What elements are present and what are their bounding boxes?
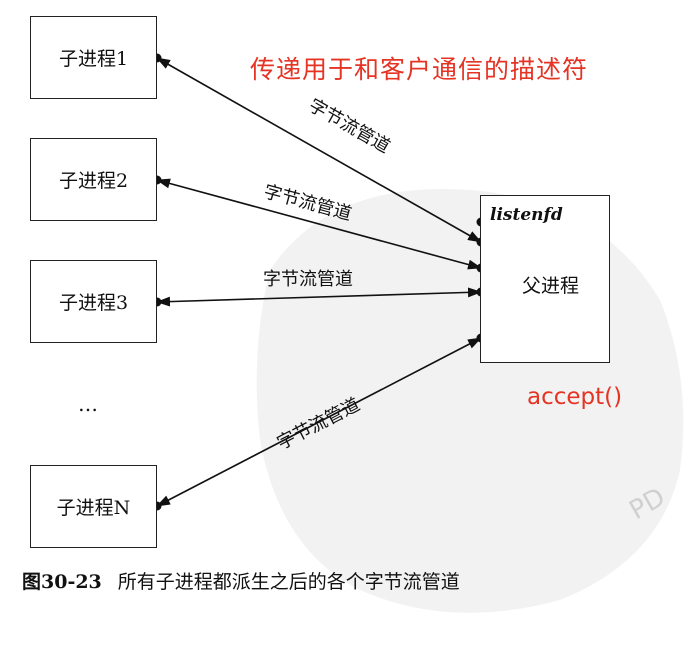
parent-process [480,195,610,363]
child-process-2: 子进程2 [30,138,157,221]
pipe-3-line [156,287,482,307]
child-process-2-label: 子进程2 [58,170,129,192]
child-process-n: 子进程N [30,465,157,548]
child-process-1-label: 子进程1 [58,48,129,70]
child-process-1: 子进程1 [30,16,157,99]
ellipsis: … [78,392,101,416]
parent-process-label: 父进程 [522,275,580,297]
figure-caption: 图30-23 所有子进程都派生之后的各个字节流管道 [22,567,460,594]
pipe-2-line [156,178,482,270]
figure-number: 图30-23 [22,571,102,593]
figure-caption-text: 所有子进程都派生之后的各个字节流管道 [117,571,460,593]
child-process-3-label: 子进程3 [58,292,129,314]
listenfd-label: listenfd [490,205,563,225]
pipe-n-label: 字节流管道 [274,394,364,454]
pipe-2-label: 字节流管道 [261,181,353,225]
pipe-1-label: 字节流管道 [305,95,394,158]
pipe-3-label: 字节流管道 [263,269,353,290]
pipe-n-line [156,337,482,507]
annotation-title: 传递用于和客户通信的描述符 [250,55,589,84]
child-process-n-label: 子进程N [56,497,131,519]
annotation-accept: accept() [527,384,623,410]
child-process-3: 子进程3 [30,260,157,343]
